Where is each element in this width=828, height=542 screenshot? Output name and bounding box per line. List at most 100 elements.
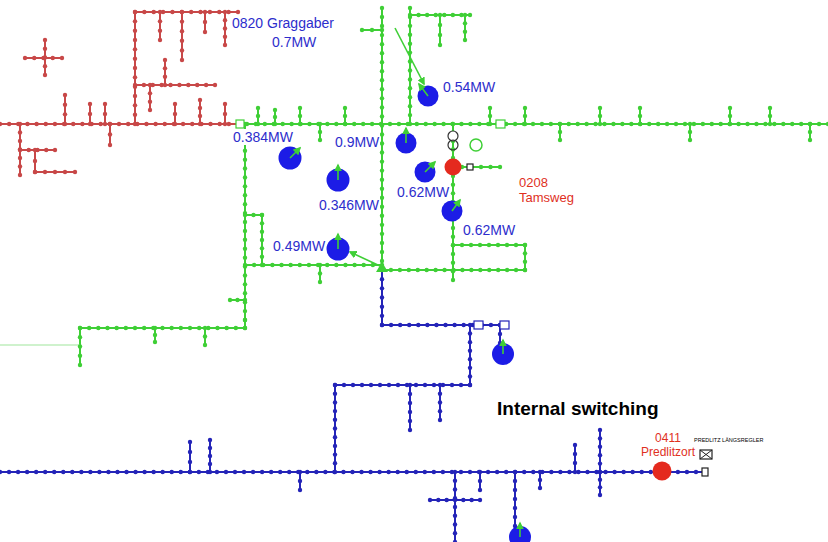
pole-dot <box>468 349 472 353</box>
pole-dot <box>549 470 553 474</box>
cable-line <box>135 84 215 86</box>
pole-dot <box>459 122 463 126</box>
pole-dot <box>298 479 302 483</box>
pole-dot <box>453 514 457 518</box>
pole-dot <box>585 470 589 474</box>
pole-dot <box>224 326 228 330</box>
pole-dot <box>459 383 463 387</box>
pole-dot <box>217 10 221 14</box>
label-holder: 0820 Graggaber <box>232 15 334 32</box>
pole-dot <box>332 470 336 474</box>
pole-dot <box>611 122 615 126</box>
pole-dot <box>362 263 366 267</box>
pole-dot <box>78 344 82 348</box>
switch-box <box>474 321 483 329</box>
pole-dot <box>168 83 172 87</box>
pole-dot <box>522 122 526 126</box>
pole-dot <box>173 112 177 116</box>
pole-dot <box>380 196 384 200</box>
cable-line <box>382 270 500 343</box>
pole-dot <box>523 114 527 118</box>
pole-dot <box>190 122 194 126</box>
pole-dot <box>438 43 442 47</box>
pole-dot <box>380 42 384 46</box>
pole-dot <box>380 168 384 172</box>
pole-dot <box>487 243 491 247</box>
pole-dot <box>179 326 183 330</box>
pole-dot <box>124 470 128 474</box>
pole-dot <box>43 55 47 59</box>
pole-dot <box>388 122 392 126</box>
pole-dot <box>488 114 492 118</box>
pole-dot <box>181 122 185 126</box>
pole-dot <box>243 309 247 313</box>
pole-dot <box>451 191 455 195</box>
pole-dot <box>243 282 247 286</box>
pole-dot <box>676 470 680 474</box>
pole-dot <box>688 138 692 142</box>
pole-dot <box>505 243 509 247</box>
pole-dot <box>380 304 384 308</box>
pole-dot <box>621 470 625 474</box>
pole-dot <box>408 77 412 81</box>
pole-dot <box>153 326 157 330</box>
pole-dot <box>318 138 322 142</box>
pole-dot <box>333 383 337 387</box>
pole-dot <box>414 470 418 474</box>
pole-dot <box>133 326 137 330</box>
pole-dot <box>513 470 517 474</box>
pole-dot <box>380 132 384 136</box>
pole-dot <box>243 149 247 153</box>
pole-dot <box>133 122 137 126</box>
pole-dot <box>428 498 432 502</box>
pole-dot <box>44 122 48 126</box>
generator-node: 0.9MW <box>395 132 417 154</box>
pole-dot <box>538 470 542 474</box>
pole-dot <box>468 13 472 17</box>
cable-line <box>181 12 183 60</box>
pole-dot <box>436 498 440 502</box>
pole-dot <box>43 64 47 68</box>
pole-dot <box>380 114 384 118</box>
pole-dot <box>142 83 146 87</box>
pole-dot <box>163 66 167 70</box>
pole-dot <box>243 229 247 233</box>
pole-dot <box>78 354 82 358</box>
pole-dot <box>468 470 472 474</box>
generator-node: 0.62MW <box>414 161 436 183</box>
pole-dot <box>468 122 472 126</box>
pole-dot <box>114 326 118 330</box>
pole-dot <box>489 323 493 327</box>
node-shape <box>444 158 462 176</box>
pole-dot <box>204 83 208 87</box>
pole-dot <box>630 470 634 474</box>
pole-dot <box>298 122 302 126</box>
pole-dot <box>754 122 758 126</box>
pole-dot <box>133 19 137 23</box>
pole-dot <box>549 122 553 126</box>
pole-dot <box>298 263 302 267</box>
pole-dot <box>808 122 812 126</box>
pole-dot <box>688 122 692 126</box>
power-label: 0.346MW <box>318 197 380 213</box>
pole-dot <box>88 470 92 474</box>
cable-line <box>409 385 411 430</box>
cable-line <box>149 85 151 110</box>
pole-dot <box>333 426 337 430</box>
pole-dot <box>273 108 277 112</box>
pole-dot <box>380 87 384 91</box>
pole-dot <box>461 498 465 502</box>
pole-dot <box>203 343 207 347</box>
pole-dot <box>203 10 207 14</box>
pole-dot <box>88 112 92 116</box>
pole-dot <box>318 130 322 134</box>
pole-dot <box>377 470 381 474</box>
pole-dot <box>78 326 82 330</box>
pole-dot <box>133 38 137 42</box>
pole-dot <box>163 74 167 78</box>
pole-dot <box>727 122 731 126</box>
pole-dot <box>208 454 212 458</box>
pole-dot <box>380 150 384 154</box>
pole-dot <box>133 103 137 107</box>
cable-line <box>159 12 161 40</box>
